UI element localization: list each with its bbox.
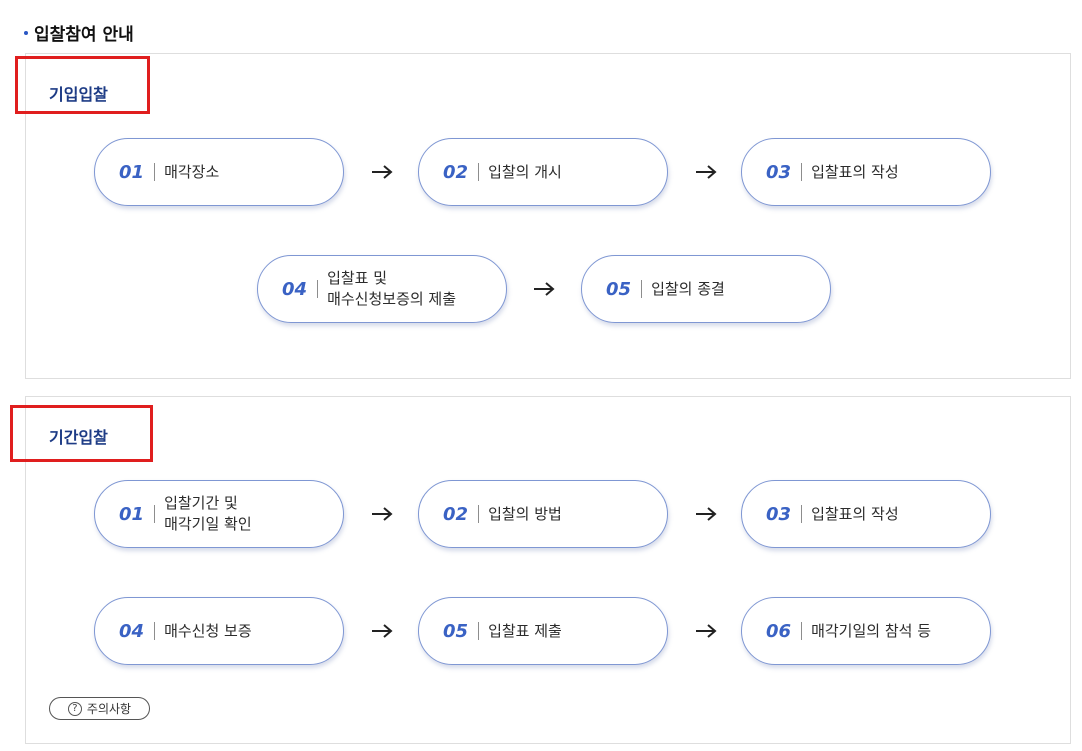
step-number: 02 (443, 503, 469, 525)
step-divider (154, 505, 156, 523)
step-card[interactable]: 01 매각장소 (94, 138, 344, 206)
highlight-box (15, 56, 150, 114)
step-divider (154, 622, 156, 640)
step-card[interactable]: 02 입찰의 개시 (418, 138, 668, 206)
notice-button-label: 주의사항 (86, 702, 132, 716)
step-card[interactable]: 03 입찰표의 작성 (741, 138, 991, 206)
step-label: 입찰표의 작성 (811, 504, 899, 523)
step-label: 매수신청 보증 (164, 621, 252, 640)
step-number: 06 (766, 620, 792, 642)
step-divider (801, 622, 803, 640)
step-divider (478, 505, 480, 523)
step-label: 입찰표 및 매수신청보증의 제출 (327, 269, 457, 308)
step-card[interactable]: 06 매각기일의 참석 등 (741, 597, 991, 665)
section-panel-gi-ip (25, 53, 1071, 379)
step-card[interactable]: 01 입찰기간 및 매각기일 확인 (94, 480, 344, 548)
step-divider (801, 505, 803, 523)
step-number: 05 (606, 278, 632, 300)
step-label: 입찰표 제출 (488, 621, 562, 640)
step-number: 03 (766, 161, 792, 183)
arrow-right-icon (372, 507, 393, 521)
step-number: 04 (119, 620, 145, 642)
arrow-right-icon (696, 624, 717, 638)
step-label: 입찰기간 및 매각기일 확인 (164, 494, 252, 533)
arrow-right-icon (696, 507, 717, 521)
step-label: 매각기일의 참석 등 (811, 621, 931, 640)
step-label: 입찰의 종결 (651, 279, 725, 298)
section-panel-gi-gan (25, 396, 1071, 744)
page-title-text: 입찰참여 안내 (34, 25, 134, 45)
step-label: 입찰의 개시 (488, 162, 562, 181)
question-circle-icon: ? (67, 701, 82, 716)
step-label: 입찰표의 작성 (811, 162, 899, 181)
arrow-right-icon (696, 165, 717, 179)
arrow-right-icon (534, 282, 555, 296)
step-divider (317, 280, 319, 298)
step-number: 01 (119, 503, 145, 525)
section-title: 기간입찰 (49, 428, 108, 447)
step-number: 02 (443, 161, 469, 183)
arrow-right-icon (372, 165, 393, 179)
step-card[interactable]: 05 입찰의 종결 (581, 255, 831, 323)
notice-button[interactable]: ? 주의사항 (49, 697, 150, 720)
step-card[interactable]: 04 입찰표 및 매수신청보증의 제출 (257, 255, 507, 323)
step-label: 매각장소 (164, 162, 220, 181)
step-number: 05 (443, 620, 469, 642)
section-title: 기입입찰 (49, 85, 108, 104)
page-title: 입찰참여 안내 (24, 20, 134, 45)
step-number: 01 (119, 161, 145, 183)
step-divider (801, 163, 803, 181)
highlight-box (10, 405, 153, 462)
step-divider (478, 622, 480, 640)
arrow-right-icon (372, 624, 393, 638)
step-card[interactable]: 04 매수신청 보증 (94, 597, 344, 665)
step-card[interactable]: 05 입찰표 제출 (418, 597, 668, 665)
step-divider (641, 280, 643, 298)
bullet-icon (24, 30, 28, 35)
step-divider (154, 163, 156, 181)
step-divider (478, 163, 480, 181)
step-label: 입찰의 방법 (488, 504, 562, 523)
step-card[interactable]: 03 입찰표의 작성 (741, 480, 991, 548)
step-card[interactable]: 02 입찰의 방법 (418, 480, 668, 548)
step-number: 03 (766, 503, 792, 525)
step-number: 04 (282, 278, 308, 300)
